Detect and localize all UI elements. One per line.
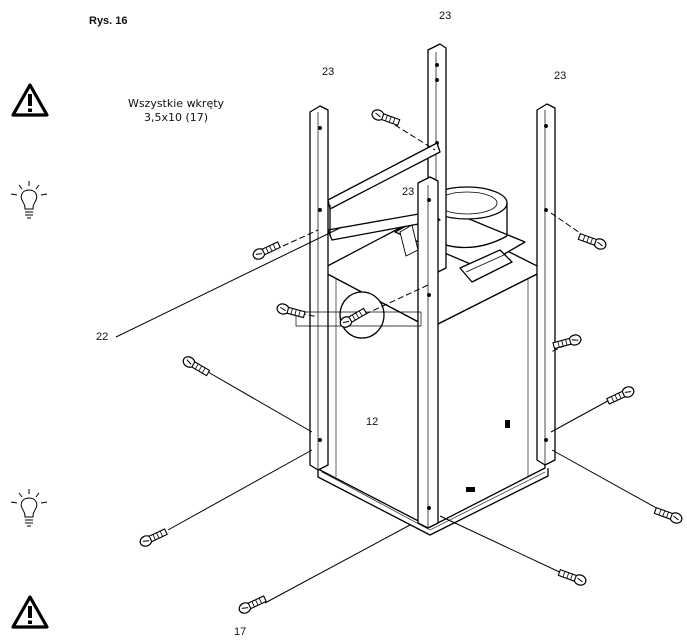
callout-body: 12 xyxy=(366,416,379,428)
post-front xyxy=(417,176,439,529)
bracket xyxy=(327,142,441,241)
screw-icon xyxy=(605,384,637,407)
screw-icon xyxy=(250,239,282,262)
warning-triangle-icon xyxy=(11,595,49,629)
figure-label: Rys. 16 xyxy=(89,15,128,27)
post-left xyxy=(309,105,329,471)
screw-icon xyxy=(180,354,212,378)
lightbulb-icon xyxy=(10,489,48,527)
screw-icon xyxy=(653,505,684,526)
callout-post-front: 23 xyxy=(402,186,415,198)
screw-icon xyxy=(137,526,169,549)
callout-post-back: 23 xyxy=(439,10,452,22)
post-right xyxy=(536,103,556,466)
screw-note-line1: Wszystkie wkręty xyxy=(127,97,225,110)
lightbulb-icon xyxy=(10,181,48,219)
screw-icon xyxy=(577,231,608,252)
screw-icon xyxy=(551,333,583,352)
screw-icon xyxy=(370,107,401,128)
screw-icon xyxy=(275,302,307,321)
screw-note-line2: 3,5x10 (17) xyxy=(143,111,209,124)
warning-triangle-icon xyxy=(11,83,49,117)
callout-screw: 17 xyxy=(234,626,247,638)
callout-post-right: 23 xyxy=(554,70,567,82)
screw-icon xyxy=(236,593,268,616)
callout-post-left: 23 xyxy=(322,66,335,78)
screw-note: Wszystkie wkręty 3,5x10 (17) xyxy=(112,97,240,125)
screw-icon xyxy=(557,567,588,588)
callout-bracket: 22 xyxy=(96,331,109,343)
